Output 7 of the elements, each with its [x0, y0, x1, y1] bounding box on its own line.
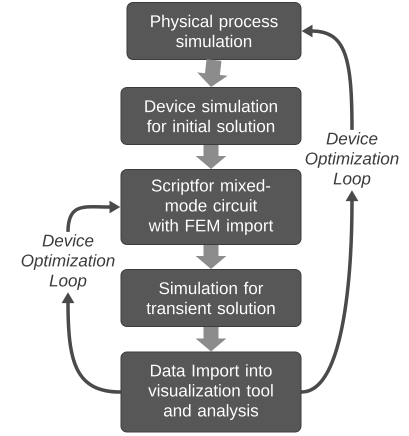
process-box: Scriptfor mixed-mode circuit with FEM import	[120, 169, 302, 245]
loop-label: Device Optimization Loop	[306, 132, 398, 188]
loop-label: Device Optimization Loop	[22, 234, 114, 290]
process-box: Simulation for transient solution	[120, 269, 302, 327]
process-box: Device simulation for initial solution	[120, 87, 302, 145]
process-box: Data Import into visualization tool and analysis	[120, 352, 302, 432]
process-box: Physical process simulation	[126, 2, 302, 60]
